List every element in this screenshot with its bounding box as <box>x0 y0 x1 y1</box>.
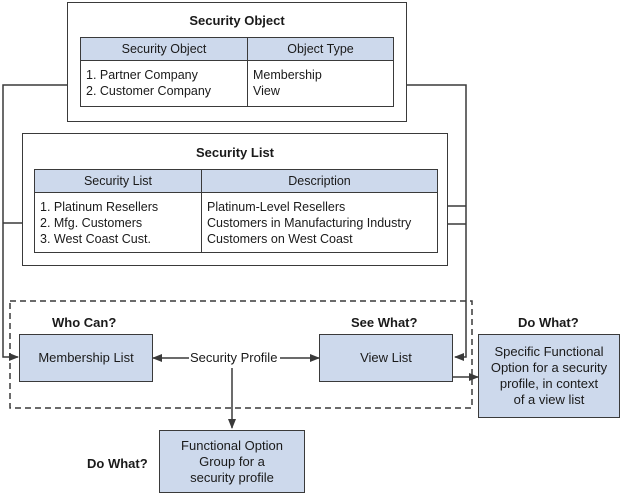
table-row: 1. Partner Company 2. Customer Company M… <box>80 60 394 107</box>
functional-option-group-node: Functional Option Group for a security p… <box>159 430 305 493</box>
view-list-node: View List <box>319 334 453 382</box>
functional-option-node: Specific Functional Option for a securit… <box>478 334 620 418</box>
table-cell: Customers on West Coast <box>207 232 353 246</box>
do-what-bottom-label: Do What? <box>87 456 148 471</box>
functional-option-group-line: Group for a <box>199 453 265 469</box>
table-cell: Customers in Manufacturing Industry <box>207 216 412 230</box>
functional-option-group-line: security profile <box>190 469 274 485</box>
table-cell: 1. Partner Company <box>86 68 198 82</box>
column-header: Description <box>201 169 438 193</box>
functional-option-line: of a view list <box>513 392 585 407</box>
security-list-frame: Security List Security List Description … <box>22 133 448 266</box>
security-list-table: Security List Description 1. Platinum Re… <box>34 169 438 253</box>
security-object-table: Security Object Object Type 1. Partner C… <box>80 37 394 107</box>
table-cell: View <box>253 84 280 98</box>
functional-option-line: profile, in context <box>499 376 599 391</box>
security-profile-boundary <box>9 300 473 409</box>
security-object-title: Security Object <box>189 13 285 28</box>
membership-list-node: Membership List <box>19 334 153 382</box>
table-cell: Platinum-Level Resellers <box>207 200 346 214</box>
column-header: Security Object <box>80 37 248 61</box>
connector-object-to-viewlist <box>391 84 467 361</box>
column-header: Object Type <box>247 37 394 61</box>
who-can-label: Who Can? <box>52 315 117 330</box>
table-cell: 3. West Coast Cust. <box>40 232 151 246</box>
membership-list-label: Membership List <box>38 350 134 365</box>
see-what-label: See What? <box>351 315 418 330</box>
column-header: Security List <box>34 169 202 193</box>
view-list-label: View List <box>360 350 412 365</box>
do-what-right-label: Do What? <box>518 315 579 330</box>
table-row: 1. Platinum Resellers 2. Mfg. Customers … <box>34 192 438 253</box>
security-list-title: Security List <box>195 145 275 160</box>
table-cell: 2. Mfg. Customers <box>40 216 143 230</box>
functional-option-line: Option for a security <box>490 360 608 375</box>
table-cell: 1. Platinum Resellers <box>40 200 159 214</box>
security-profile-label: Security Profile <box>189 350 279 365</box>
security-object-frame: Security Object Security Object Object T… <box>67 2 407 122</box>
functional-option-group-line: Functional Option <box>181 437 283 453</box>
functional-option-line: Specific Functional <box>494 344 604 359</box>
table-cell: Membership <box>253 68 322 82</box>
table-cell: 2. Customer Company <box>86 84 212 98</box>
